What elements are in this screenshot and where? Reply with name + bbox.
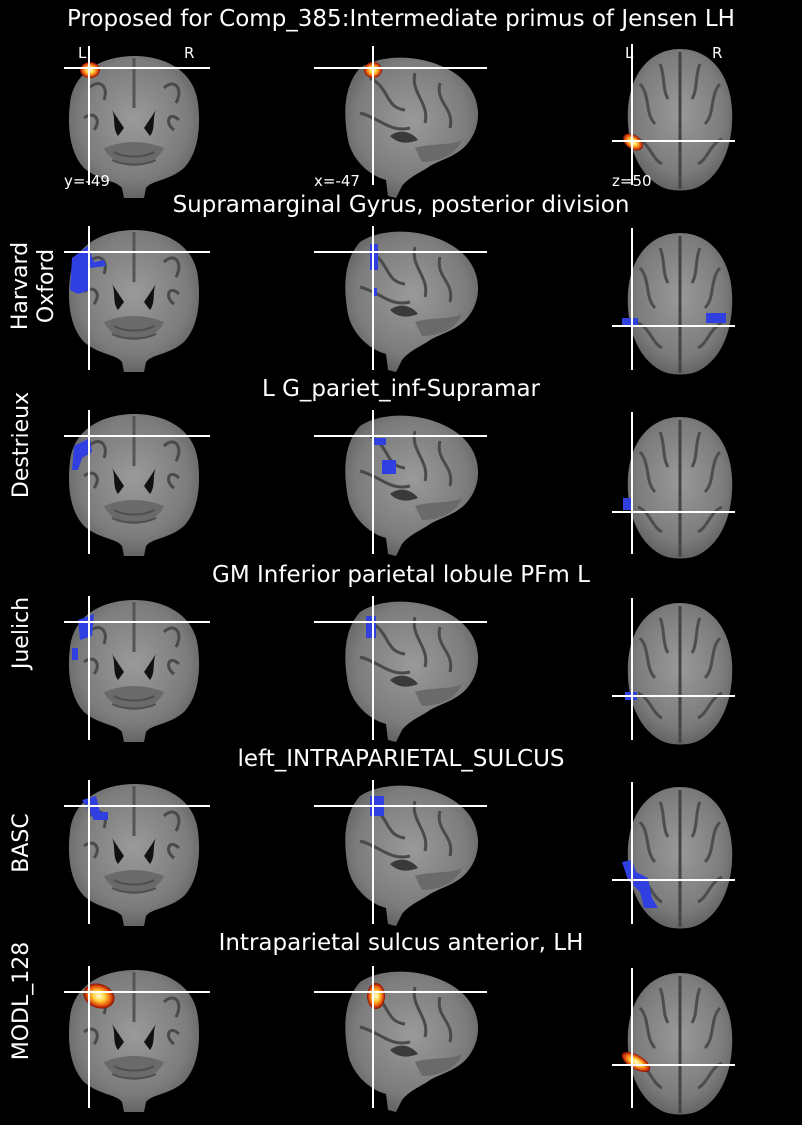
orientation-right-label: R xyxy=(184,44,195,62)
row-proposal xyxy=(64,44,735,200)
activation-blob xyxy=(83,983,115,1009)
region-title-destrieux: L G_pariet_inf-Supramar xyxy=(261,376,541,402)
atlas-label-basc: BASC xyxy=(9,813,34,873)
orientation-left-label: L xyxy=(625,44,634,62)
atlas-label-juelich: Juelich xyxy=(9,596,34,670)
region-title-juelich: GM Inferior parietal lobule PFm L xyxy=(212,562,590,588)
row-juelich xyxy=(64,596,735,746)
orientation-left-label: L xyxy=(78,44,87,62)
row-harvard-oxford xyxy=(64,226,735,376)
activation-blob xyxy=(621,1051,651,1073)
figure-title: Proposed for Comp_385:Intermediate primu… xyxy=(67,6,735,32)
region-title-harvard-oxford: Supramarginal Gyrus, posterior division xyxy=(172,192,630,218)
crosshair xyxy=(64,44,735,185)
crosshair xyxy=(64,596,735,740)
crosshair xyxy=(64,780,735,924)
region-title-modl-128: Intraparietal sulcus anterior, LH xyxy=(218,930,584,956)
axial-coordinate: z=50 xyxy=(612,172,652,190)
atlas-label-modl-128: MODL_128 xyxy=(9,941,34,1061)
row-destrieux xyxy=(64,410,735,560)
row-modl-128 xyxy=(64,966,735,1116)
region-title-basc: left_INTRAPARIETAL_SULCUS xyxy=(237,746,565,772)
atlas-overlay xyxy=(72,438,632,510)
sagittal-coordinate: x=-47 xyxy=(314,172,360,190)
row-basc xyxy=(64,780,735,930)
activation-blob xyxy=(367,983,385,1009)
crosshair xyxy=(64,226,735,370)
crosshair xyxy=(64,410,735,554)
orientation-right-label: R xyxy=(712,44,723,62)
crosshair xyxy=(64,966,735,1108)
atlas-label-destrieux: Destrieux xyxy=(9,391,34,499)
coronal-coordinate: y=-49 xyxy=(64,172,110,190)
